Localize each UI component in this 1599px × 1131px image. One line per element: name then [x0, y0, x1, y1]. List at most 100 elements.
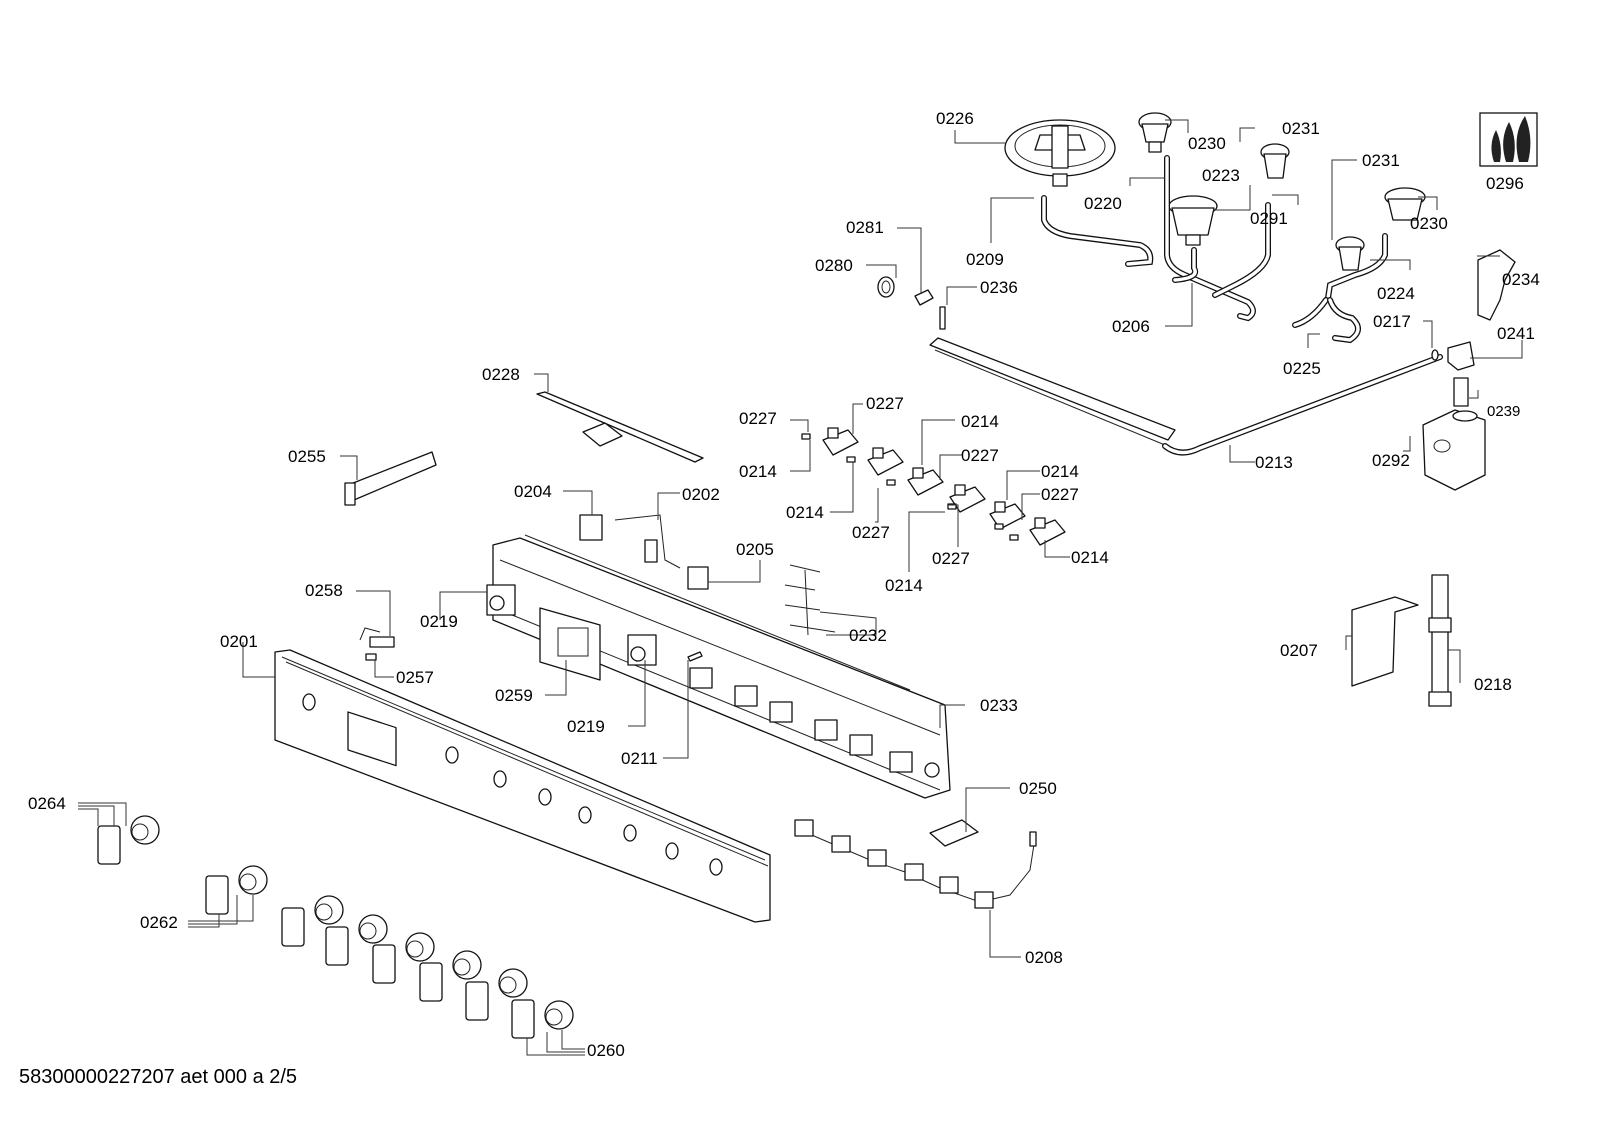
part-label[interactable]: 0227 — [852, 523, 890, 542]
switch-0219-right[interactable] — [627, 634, 657, 666]
part-label[interactable]: 0225 — [1283, 359, 1321, 378]
switch-0204[interactable] — [579, 514, 603, 541]
part-label[interactable]: 0239 — [1487, 403, 1520, 420]
burner-small-1[interactable] — [1138, 112, 1172, 153]
bracket-0250[interactable] — [929, 819, 979, 847]
burner-small-2[interactable] — [1260, 143, 1290, 179]
part-label[interactable]: 0220 — [1084, 194, 1122, 213]
part-label[interactable]: 0214 — [1071, 548, 1109, 567]
heat-shield-0207[interactable] — [1351, 596, 1419, 687]
knob-0264[interactable] — [97, 815, 160, 865]
part-label[interactable]: 0250 — [1019, 779, 1057, 798]
part-label[interactable]: 0260 — [587, 1041, 625, 1060]
part-label[interactable]: 0209 — [966, 250, 1004, 269]
knob-0260[interactable] — [511, 999, 574, 1039]
burner-small-4[interactable] — [1384, 187, 1426, 221]
bracket-0281[interactable] — [914, 289, 934, 306]
part-label[interactable]: 0255 — [288, 447, 326, 466]
part-label[interactable]: 0262 — [140, 913, 178, 932]
part-label[interactable]: 0214 — [885, 576, 923, 595]
burner-medium[interactable] — [1168, 195, 1218, 246]
part-label[interactable]: 0241 — [1497, 324, 1535, 343]
injector[interactable] — [1009, 534, 1019, 541]
part-label[interactable]: 0280 — [815, 256, 853, 275]
part-label[interactable]: 0202 — [682, 485, 720, 504]
part-label[interactable]: 0214 — [961, 412, 999, 431]
part-label[interactable]: 0264 — [28, 794, 66, 813]
part-label[interactable]: 0236 — [980, 278, 1018, 297]
clip-0280[interactable] — [877, 276, 895, 298]
part-label[interactable]: 0219 — [567, 717, 605, 736]
clock-module-0259[interactable] — [539, 607, 601, 681]
part-label[interactable]: 0231 — [1282, 119, 1320, 138]
regulator-0292[interactable] — [1422, 409, 1486, 491]
bracket-0234[interactable] — [1477, 249, 1516, 321]
part-label[interactable]: 0201 — [220, 632, 258, 651]
part-label[interactable]: 0223 — [1202, 166, 1240, 185]
elbow-0241[interactable] — [1447, 341, 1475, 371]
injector[interactable] — [801, 433, 811, 440]
part-label[interactable]: 0231 — [1362, 151, 1400, 170]
part-label[interactable]: 0207 — [1280, 641, 1318, 660]
part-label[interactable]: 0208 — [1025, 948, 1063, 967]
knob[interactable] — [281, 895, 344, 947]
part-label[interactable]: 0228 — [482, 365, 520, 384]
trim-strip-0228[interactable] — [536, 391, 704, 463]
gas-valve[interactable] — [867, 447, 904, 476]
part-label[interactable]: 0234 — [1502, 270, 1540, 289]
wiring-0202[interactable] — [614, 514, 681, 569]
part-label[interactable]: 0257 — [396, 668, 434, 687]
injector[interactable] — [994, 523, 1004, 530]
part-label[interactable]: 0219 — [420, 612, 458, 631]
part-label[interactable]: 0227 — [866, 394, 904, 413]
knob-0262[interactable] — [205, 865, 268, 915]
part-label[interactable]: 0233 — [980, 696, 1018, 715]
part-label[interactable]: 0292 — [1372, 451, 1410, 470]
part-label[interactable]: 0281 — [846, 218, 884, 237]
part-label[interactable]: 0232 — [849, 626, 887, 645]
part-label[interactable]: 0227 — [739, 409, 777, 428]
part-label[interactable]: 0214 — [786, 503, 824, 522]
injector[interactable] — [846, 456, 856, 463]
gas-valve[interactable] — [1029, 517, 1066, 546]
knob[interactable] — [372, 932, 435, 984]
part-label[interactable]: 0204 — [514, 482, 552, 501]
part-label[interactable]: 0227 — [932, 549, 970, 568]
part-label[interactable]: 0205 — [736, 540, 774, 559]
lamp-0258[interactable] — [359, 627, 395, 648]
nipple-0239[interactable] — [1453, 377, 1469, 407]
knob[interactable] — [325, 914, 388, 966]
part-label[interactable]: 0214 — [739, 462, 777, 481]
part-label[interactable]: 0296 — [1486, 174, 1524, 193]
burner-small-3[interactable] — [1335, 236, 1365, 271]
flame-symbol-box[interactable] — [1479, 112, 1538, 167]
part-label[interactable]: 0217 — [1373, 312, 1411, 331]
switch-0219-left[interactable] — [486, 584, 516, 616]
terminal-block-0255[interactable] — [344, 451, 437, 506]
ignition-harness-0208[interactable] — [794, 819, 1037, 909]
part-label[interactable]: 0224 — [1377, 284, 1415, 303]
part-label[interactable]: 0211 — [621, 749, 658, 768]
part-label[interactable]: 0227 — [961, 446, 999, 465]
knob[interactable] — [419, 950, 482, 1002]
fuse-0257[interactable] — [365, 653, 377, 661]
part-label[interactable]: 0218 — [1474, 675, 1512, 694]
screw-0211[interactable] — [687, 651, 703, 662]
knob[interactable] — [465, 968, 528, 1021]
part-label[interactable]: 0214 — [1041, 462, 1079, 481]
part-label[interactable]: 0206 — [1112, 317, 1150, 336]
gas-valve[interactable] — [907, 467, 944, 496]
part-label[interactable]: 0230 — [1188, 134, 1226, 153]
gas-valve[interactable] — [822, 427, 859, 456]
control-fascia-0201[interactable] — [274, 649, 771, 923]
part-label[interactable]: 0291 — [1250, 209, 1288, 228]
wiring-0232[interactable] — [784, 564, 836, 636]
seal-0217[interactable] — [1431, 349, 1439, 361]
part-label[interactable]: 0259 — [495, 686, 533, 705]
gas-tube-0218[interactable] — [1428, 574, 1452, 707]
part-label[interactable]: 0213 — [1255, 453, 1293, 472]
burner-cap-large[interactable] — [1004, 119, 1116, 187]
gas-valve[interactable] — [949, 484, 986, 513]
switch-0205[interactable] — [687, 566, 709, 590]
part-label[interactable]: 0226 — [936, 109, 974, 128]
